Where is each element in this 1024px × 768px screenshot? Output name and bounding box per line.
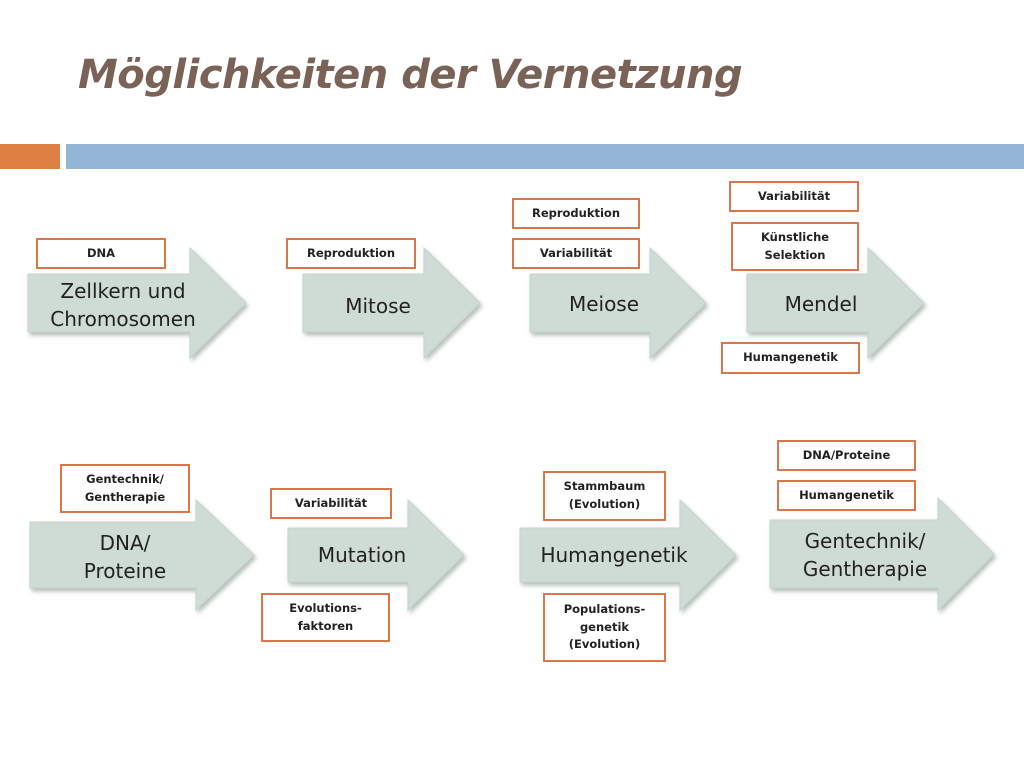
arrow-humangenetik	[519, 498, 737, 612]
arrow-label-dna-proteine: DNA/ Proteine	[83, 531, 167, 583]
arrow-mendel	[746, 246, 925, 360]
arrow-meiose	[529, 246, 707, 360]
arrow-label-mitose: Mitose	[345, 294, 411, 318]
tag-variabilitaet-mutation: Variabilität	[270, 488, 392, 519]
tag-reproduktion-mitose: Reproduktion	[286, 238, 416, 269]
arrow-dna-proteine	[29, 498, 255, 612]
process-arrows	[27, 246, 995, 612]
arrow-label-humangenetik: Humangenetik	[540, 543, 688, 567]
arrow-label-meiose: Meiose	[568, 292, 640, 316]
tag-variabilitaet-meiose: Variabilität	[512, 238, 640, 269]
tag-humangenetik-mendel: Humangenetik	[721, 342, 860, 374]
arrow-mutation	[287, 498, 465, 612]
tag-evolutionsfaktoren: Evolutions- faktoren	[261, 593, 390, 642]
tag-gentechnik-gentherapie: Gentechnik/ Gentherapie	[60, 464, 190, 513]
tag-stammbaum: Stammbaum (Evolution)	[543, 471, 666, 521]
tag-dna-proteine: DNA/Proteine	[777, 440, 916, 471]
arrow-label-mendel: Mendel	[784, 292, 858, 316]
arrow-gentechnik	[769, 496, 995, 612]
tag-reproduktion-meiose: Reproduktion	[512, 198, 640, 229]
arrow-zellkern	[27, 246, 247, 360]
tag-populationsgenetik: Populations- genetik (Evolution)	[543, 593, 666, 662]
arrow-label-gentechnik: Gentechnik/ Gentherapie	[802, 529, 928, 581]
arrow-mitose	[302, 246, 481, 360]
tag-humangenetik-gentechnik: Humangenetik	[777, 480, 916, 511]
tag-dna: DNA	[36, 238, 166, 269]
tag-variabilitaet-mendel: Variabilität	[729, 181, 859, 212]
slide-title: Möglichkeiten der Vernetzung	[78, 52, 743, 98]
tag-kuenstliche-selektion: Künstliche Selektion	[731, 222, 859, 271]
accent-bar-blue	[66, 144, 1024, 169]
arrow-label-mutation: Mutation	[317, 543, 407, 567]
arrow-label-zellkern: Zellkern und Chromosomen	[50, 279, 196, 331]
accent-bar-orange	[0, 144, 60, 169]
